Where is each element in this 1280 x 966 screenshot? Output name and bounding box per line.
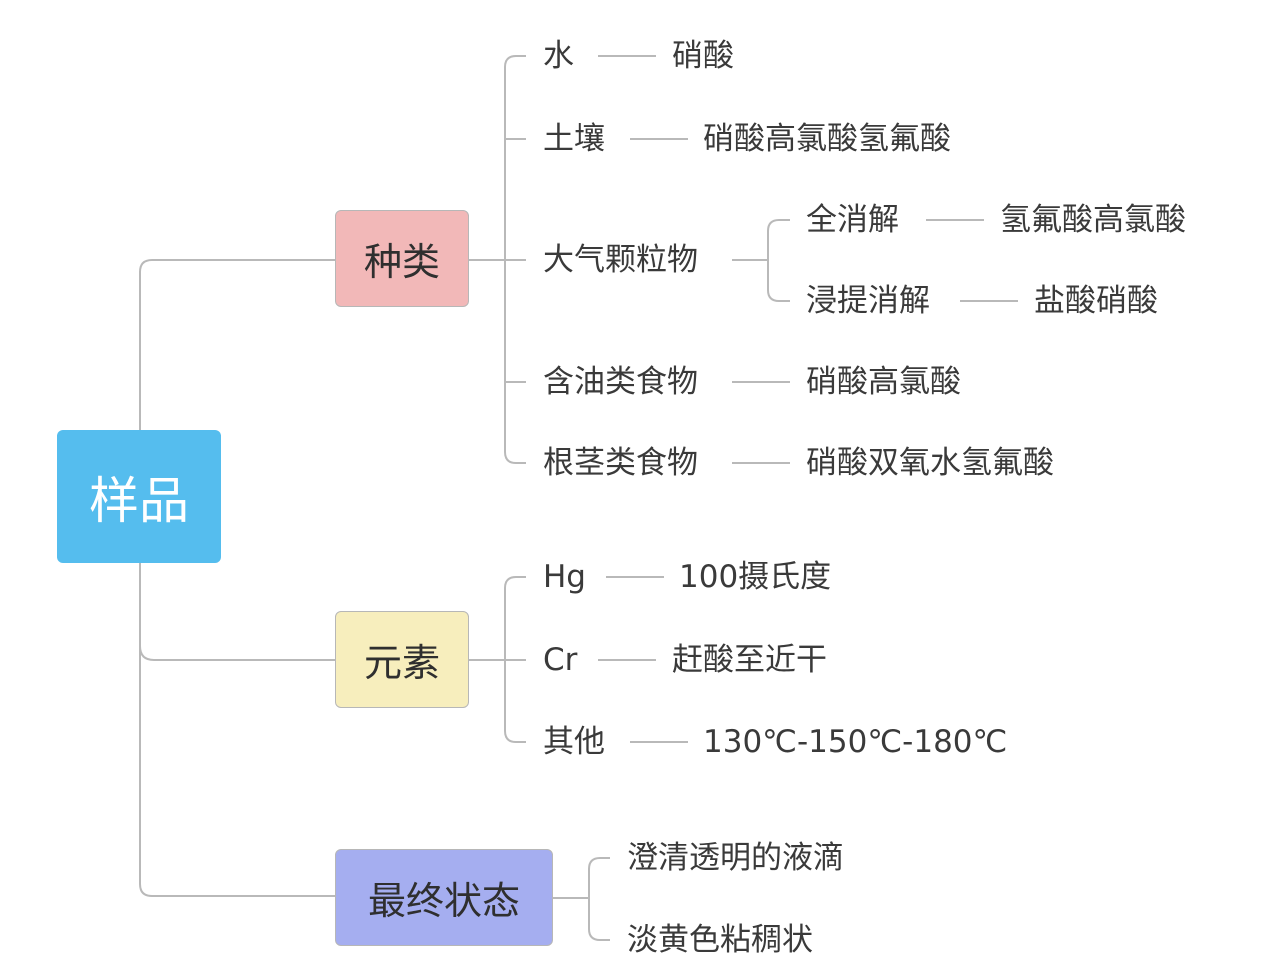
- particulate-full-digestion-reagent[interactable]: 氢氟酸高氯酸: [1000, 202, 1186, 238]
- type-water[interactable]: 水: [543, 38, 574, 74]
- type-particulate[interactable]: 大气颗粒物: [543, 242, 698, 278]
- particulate-full-digestion[interactable]: 全消解: [806, 202, 899, 238]
- category-final-state-node[interactable]: 最终状态: [335, 849, 553, 946]
- element-other[interactable]: 其他: [543, 724, 605, 760]
- type-root-food[interactable]: 根茎类食物: [543, 445, 698, 481]
- type-water-reagent[interactable]: 硝酸: [672, 38, 734, 74]
- root-trunk-line-lower: [139, 563, 335, 897]
- particulate-leach-digestion-reagent[interactable]: 盐酸硝酸: [1034, 283, 1158, 319]
- type-oily-food[interactable]: 含油类食物: [543, 364, 698, 400]
- root-branch-element: [139, 645, 335, 661]
- final-state-bracket: [588, 857, 610, 941]
- element-other-condition[interactable]: 130℃-150℃-180℃: [703, 724, 1008, 760]
- type-oily-food-reagent[interactable]: 硝酸高氯酸: [806, 364, 961, 400]
- element-cr-condition[interactable]: 赶酸至近干: [672, 642, 827, 678]
- element-cr[interactable]: Cr: [543, 642, 578, 678]
- root-trunk-line: [139, 259, 335, 430]
- type-soil[interactable]: 土壤: [543, 121, 605, 157]
- element-hg-condition[interactable]: 100摄氏度: [679, 559, 832, 595]
- final-state-viscous[interactable]: 淡黄色粘稠状: [627, 922, 813, 958]
- category-elements-node[interactable]: 元素: [335, 611, 469, 708]
- final-state-clear-droplet[interactable]: 澄清透明的液滴: [627, 840, 844, 876]
- element-hg[interactable]: Hg: [543, 559, 586, 595]
- type-soil-reagent[interactable]: 硝酸高氯酸氢氟酸: [703, 121, 951, 157]
- category-types-node[interactable]: 种类: [335, 210, 469, 307]
- type-root-food-reagent[interactable]: 硝酸双氧水氢氟酸: [806, 445, 1054, 481]
- particulate-bracket: [767, 219, 790, 302]
- root-node[interactable]: 样品: [57, 430, 221, 563]
- particulate-leach-digestion[interactable]: 浸提消解: [806, 283, 930, 319]
